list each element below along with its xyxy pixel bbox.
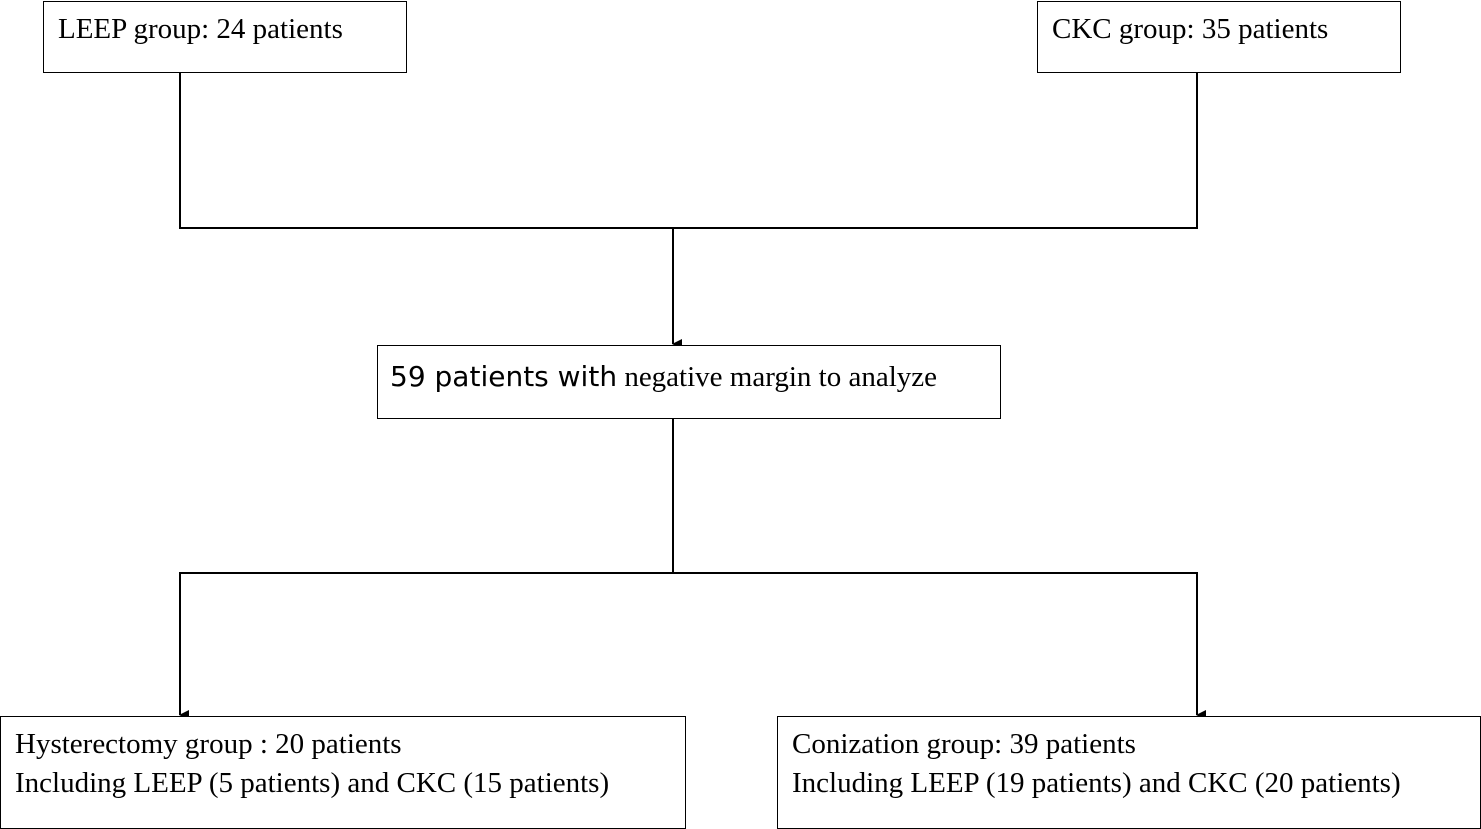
leep-group-label: LEEP group: 24 patients [58, 13, 343, 45]
leep-group-box: LEEP group: 24 patients [43, 1, 407, 73]
analysis-cohort-label-part1: 59 patients with [390, 360, 618, 393]
analysis-cohort-box: 59 patients with negative margin to anal… [377, 345, 1001, 419]
conization-group-title: Conization group: 39 patients [792, 728, 1136, 760]
hysterectomy-group-detail: Including LEEP (5 patients) and CKC (15 … [15, 767, 610, 799]
conization-group-box: Conization group: 39 patients Including … [777, 716, 1481, 829]
ckc-group-box: CKC group: 35 patients [1037, 1, 1401, 73]
hysterectomy-group-title: Hysterectomy group : 20 patients [15, 728, 402, 760]
ckc-group-label: CKC group: 35 patients [1052, 13, 1329, 45]
conization-group-detail: Including LEEP (19 patients) and CKC (20… [792, 767, 1401, 799]
analysis-cohort-label-part2: negative margin to analyze [624, 361, 938, 393]
hysterectomy-group-box: Hysterectomy group : 20 patients Includi… [0, 716, 686, 829]
